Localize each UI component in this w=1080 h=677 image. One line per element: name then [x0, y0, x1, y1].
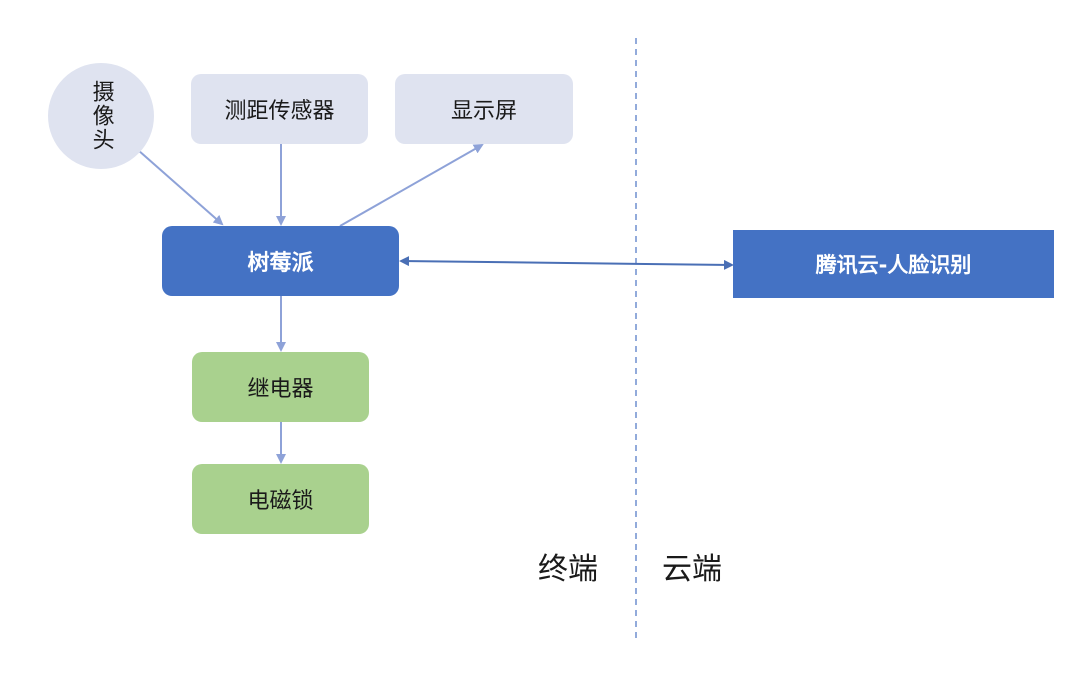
magnetic-lock-label: 电磁锁	[247, 489, 314, 514]
raspberry-pi-label: 树莓派	[247, 251, 314, 276]
terminal-region-label: 终端	[538, 552, 598, 587]
magnetic-lock-node: 电磁锁	[192, 464, 369, 534]
display-node: 显示屏	[395, 74, 573, 144]
arrow-pi-to-display	[339, 144, 484, 227]
cloud-service-label: 腾讯云-人脸识别	[815, 253, 972, 277]
relay-node: 继电器	[192, 352, 369, 422]
cloud-service-node: 腾讯云-人脸识别	[733, 230, 1054, 298]
range-sensor-label: 测距传感器	[224, 99, 335, 124]
raspberry-pi-node: 树莓派	[162, 226, 399, 296]
cloud-region-label: 云端	[662, 552, 722, 587]
arrow-camera-to-pi	[137, 149, 224, 226]
camera-node: 摄像头	[48, 63, 154, 169]
camera-label: 摄像头	[88, 80, 114, 152]
arrow-pi-cloud-bidirectional	[399, 256, 734, 270]
display-label: 显示屏	[450, 99, 517, 124]
relay-label: 继电器	[247, 377, 314, 402]
camera-label-chars: 摄像头	[88, 80, 114, 152]
range-sensor-node: 测距传感器	[191, 74, 368, 144]
